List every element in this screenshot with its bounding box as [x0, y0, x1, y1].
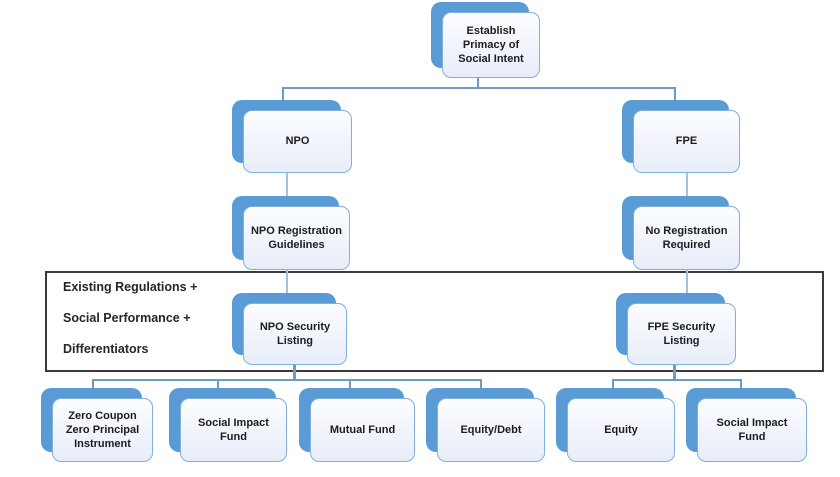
node-label: Social Impact Fund	[716, 416, 788, 443]
connector-fpe-children-elbow	[612, 379, 742, 390]
node-label: NPO Security Listing	[259, 320, 331, 347]
connector-npo-to-registration	[286, 172, 288, 197]
connector-level1-elbow	[282, 87, 676, 101]
node-card: FPE	[633, 110, 740, 173]
node-card: Equity/Debt	[437, 398, 545, 462]
frame-label-differentiators: Differentiators	[63, 342, 149, 356]
node-card: Mutual Fund	[310, 398, 415, 462]
node-label: Establish Primacy of Social Intent	[458, 24, 524, 66]
node-social-impact-fund-2: Social Impact Fund	[686, 388, 807, 462]
node-card: Social Impact Fund	[180, 398, 287, 462]
node-card: NPO Registration Guidelines	[243, 206, 350, 270]
node-label: FPE Security Listing	[647, 320, 716, 347]
node-label: NPO Registration Guidelines	[250, 224, 343, 251]
node-label: FPE	[675, 135, 698, 148]
node-label: Social Impact Fund	[198, 416, 269, 443]
node-label: Mutual Fund	[329, 423, 396, 436]
regulations-frame	[45, 271, 824, 372]
node-card: Equity	[567, 398, 675, 462]
node-npo-registration-guidelines: NPO Registration Guidelines	[232, 196, 350, 270]
node-card: FPE Security Listing	[627, 303, 736, 365]
connector-drop-mutual-fund	[349, 379, 351, 390]
node-mutual-fund: Mutual Fund	[299, 388, 415, 462]
node-no-registration-required: No Registration Required	[622, 196, 740, 270]
node-card: No Registration Required	[633, 206, 740, 270]
connector-registration-to-listing	[286, 269, 288, 294]
node-label: No Registration Required	[645, 224, 728, 251]
connector-fpe-listing-drop	[673, 365, 676, 380]
frame-label-existing-regulations: Existing Regulations +	[63, 280, 198, 294]
node-card: NPO	[243, 110, 352, 173]
connector-root-drop	[477, 78, 479, 88]
node-card: Zero Coupon Zero Principal Instrument	[52, 398, 153, 462]
node-label: Equity/Debt	[460, 423, 522, 436]
node-card: NPO Security Listing	[243, 303, 347, 365]
connector-npo-listing-drop	[293, 365, 296, 380]
frame-label-social-performance: Social Performance +	[63, 311, 191, 325]
node-fpe: FPE	[622, 100, 740, 173]
node-label: NPO	[285, 135, 310, 148]
node-social-impact-fund-1: Social Impact Fund	[169, 388, 287, 462]
node-equity: Equity	[556, 388, 675, 462]
connector-drop-social-impact-1	[217, 379, 219, 390]
connector-npo-children-elbow	[92, 379, 482, 390]
node-label: Equity	[604, 423, 638, 436]
node-fpe-security-listing: FPE Security Listing	[616, 293, 736, 365]
node-equity-debt: Equity/Debt	[426, 388, 545, 462]
node-label: Zero Coupon Zero Principal Instrument	[65, 409, 140, 451]
node-card: Establish Primacy of Social Intent	[442, 12, 540, 78]
connector-noregistration-to-listing	[686, 269, 688, 294]
node-card: Social Impact Fund	[697, 398, 807, 462]
node-zero-coupon-zero-principal: Zero Coupon Zero Principal Instrument	[41, 388, 153, 462]
node-npo-security-listing: NPO Security Listing	[232, 293, 347, 365]
connector-fpe-to-noregistration	[686, 172, 688, 197]
node-establish-primacy: Establish Primacy of Social Intent	[431, 2, 540, 78]
node-npo: NPO	[232, 100, 352, 173]
